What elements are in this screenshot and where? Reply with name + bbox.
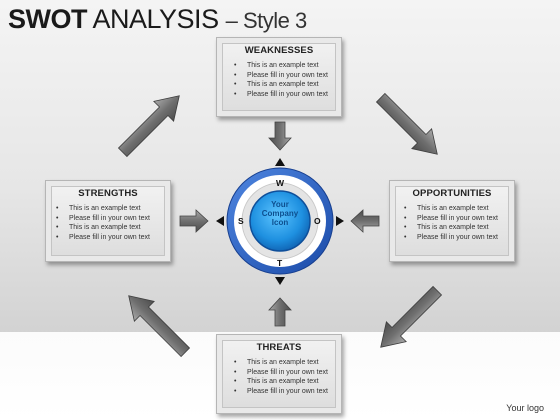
arrow-left-to-center [179, 209, 209, 233]
opportunities-card: OPPORTUNITIES This is an example text Pl… [389, 180, 515, 262]
weaknesses-heading: WEAKNESSES [244, 45, 314, 56]
list-item: Please fill in your own text [395, 233, 514, 243]
strengths-heading: STRENGTHS [78, 188, 138, 199]
list-item: This is an example text [225, 61, 341, 71]
list-item: Please fill in your own text [225, 71, 341, 81]
arrow-strengths-to-weaknesses [112, 85, 190, 163]
list-item: Please fill in your own text [47, 233, 170, 243]
compass-s: S [238, 216, 244, 226]
center-line-3: Icon [271, 218, 289, 227]
strengths-card: STRENGTHS This is an example text Please… [45, 180, 171, 262]
threats-heading: THREATS [256, 342, 302, 353]
arrow-opportunities-to-threats [370, 280, 448, 358]
list-item: This is an example text [395, 223, 514, 233]
list-item: Please fill in your own text [47, 214, 170, 224]
company-icon-circle [249, 190, 311, 252]
threats-list: This is an example text Please fill in y… [217, 358, 341, 396]
list-item: Please fill in your own text [225, 90, 341, 100]
east-triangle-icon [336, 216, 344, 226]
west-triangle-icon [216, 216, 224, 226]
center-line-2: Company [261, 209, 299, 218]
list-item: This is an example text [47, 223, 170, 233]
title-sub: – Style 3 [225, 8, 308, 33]
list-item: This is an example text [225, 377, 341, 387]
arrow-bottom-to-center [268, 297, 292, 327]
threats-card: THREATS This is an example text Please f… [216, 334, 342, 414]
title-rest: ANALYSIS [92, 4, 220, 34]
arrow-top-to-center [268, 121, 292, 151]
compass-o: O [314, 216, 321, 226]
list-item: Please fill in your own text [225, 387, 341, 397]
center-line-1: Your [271, 200, 289, 209]
compass-w: W [276, 178, 285, 188]
weaknesses-list: This is an example text Please fill in y… [217, 61, 341, 99]
page-title: SWOT ANALYSIS – Style 3 [8, 4, 307, 35]
list-item: Please fill in your own text [225, 368, 341, 378]
compass-t: T [277, 258, 283, 268]
list-item: This is an example text [395, 204, 514, 214]
arrow-right-to-center [350, 209, 380, 233]
list-item: Please fill in your own text [395, 214, 514, 224]
south-triangle-icon [275, 277, 285, 285]
company-icon-label: Your Company Icon [254, 200, 306, 227]
list-item: This is an example text [225, 80, 341, 90]
list-item: This is an example text [225, 358, 341, 368]
arrow-threats-to-strengths [118, 285, 196, 363]
north-triangle-icon [275, 158, 285, 166]
arrow-weaknesses-to-opportunities [370, 87, 448, 165]
weaknesses-card: WEAKNESSES This is an example text Pleas… [216, 37, 342, 117]
strengths-list: This is an example text Please fill in y… [46, 204, 170, 242]
title-main: SWOT [8, 4, 88, 34]
opportunities-heading: OPPORTUNITIES [412, 188, 492, 199]
list-item: This is an example text [47, 204, 170, 214]
logo-text: Your logo [506, 403, 544, 413]
opportunities-list: This is an example text Please fill in y… [390, 204, 514, 242]
